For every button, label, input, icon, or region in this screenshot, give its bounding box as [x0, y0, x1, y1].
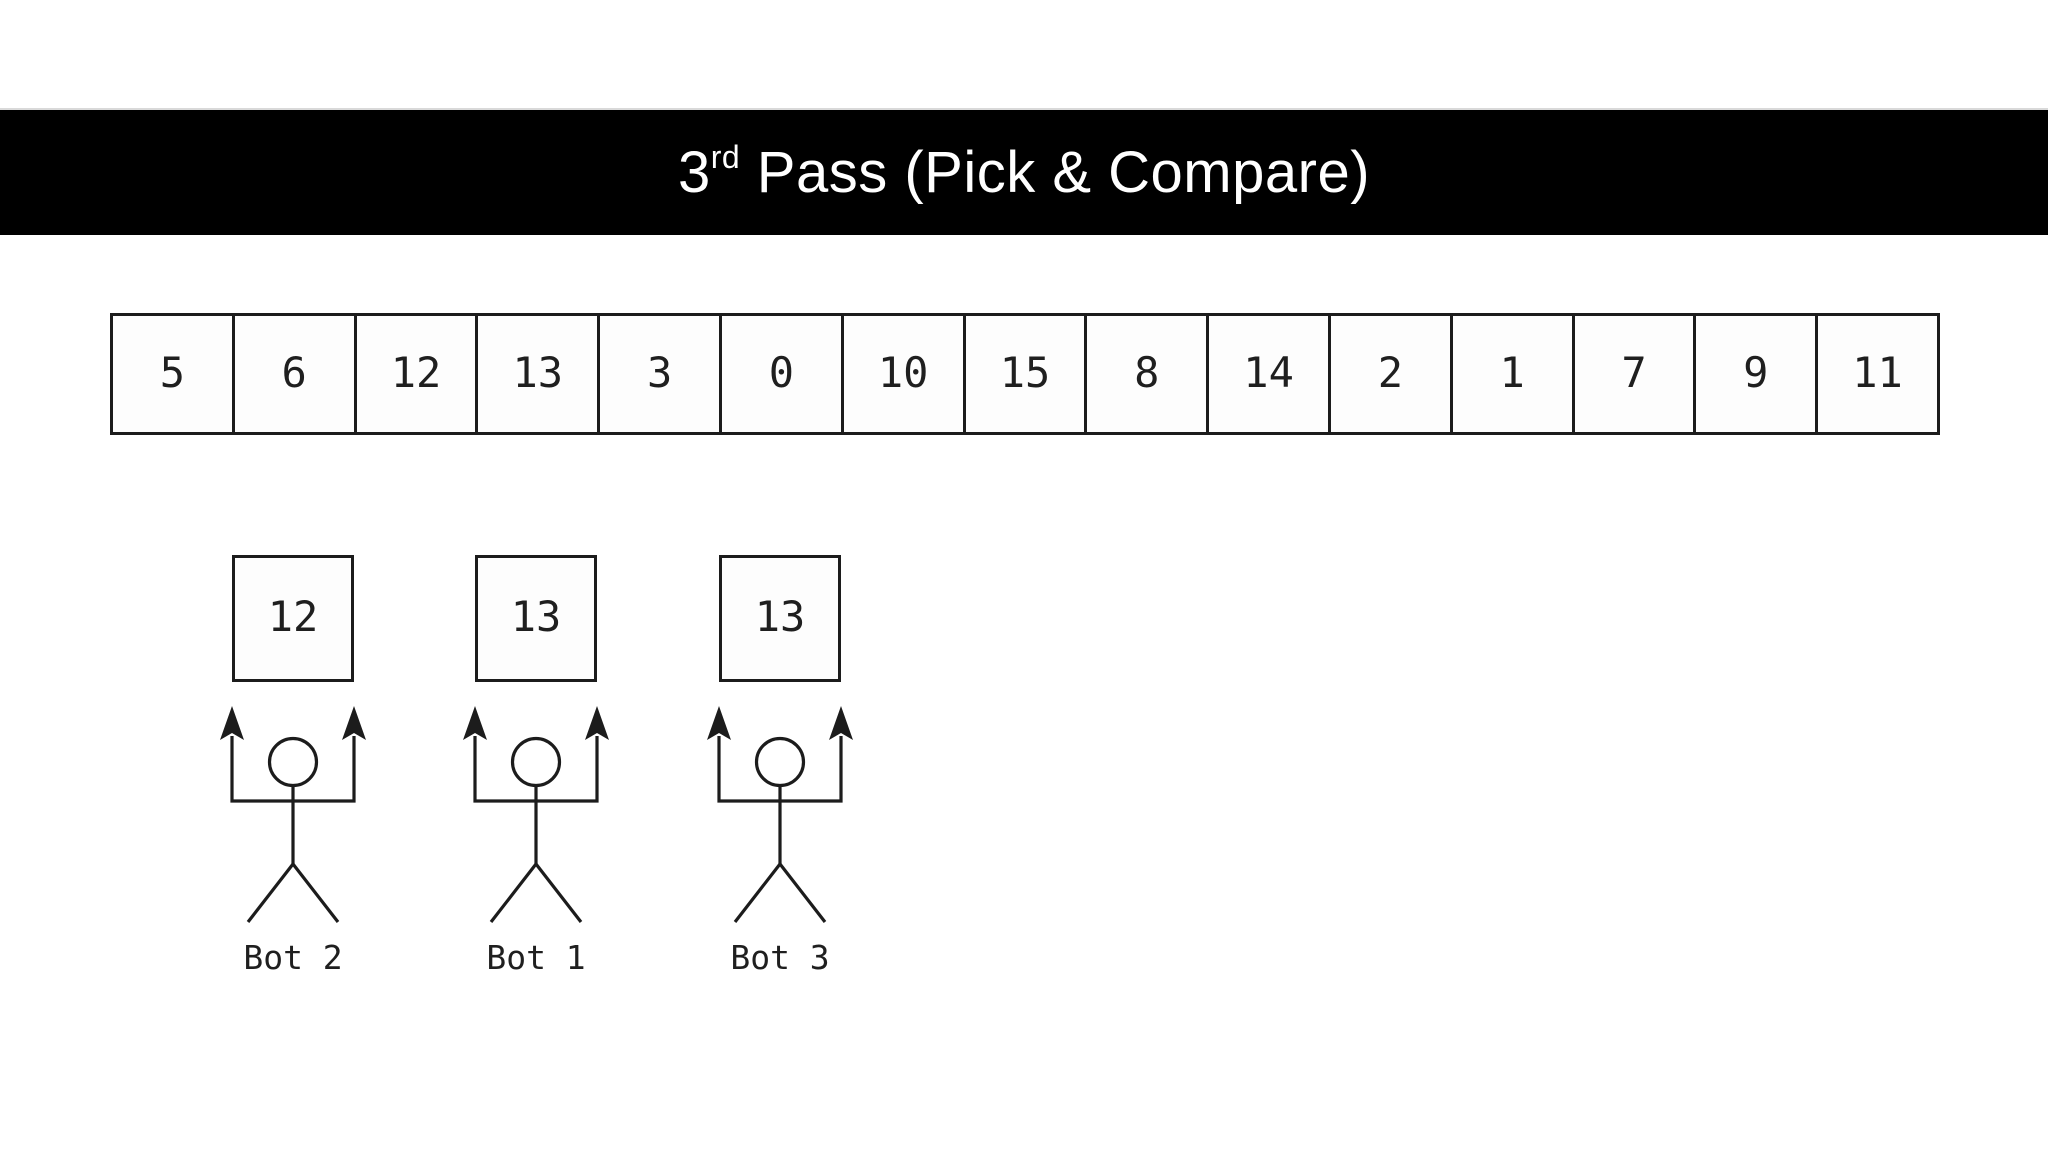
robot-leg: [733, 863, 782, 923]
up-arrow-icon: [829, 706, 853, 740]
bot-label: Bot 3: [730, 938, 830, 977]
robot-leg: [489, 863, 538, 923]
array-cell: 1: [1449, 316, 1572, 432]
up-arrow-icon: [342, 706, 366, 740]
bot-label: Bot 2: [243, 938, 343, 977]
up-arrow-icon: [463, 706, 487, 740]
robot-figure: [707, 706, 853, 923]
bot-group: 13 Bot 3: [699, 555, 861, 985]
robot-leg: [291, 863, 340, 923]
array-cell: 12: [353, 316, 476, 432]
array-cell: 3: [597, 316, 719, 432]
held-value-box: 13: [719, 555, 841, 682]
robot-head: [510, 736, 562, 788]
array-cell: 2: [1327, 316, 1450, 432]
robot-head: [267, 736, 319, 788]
title-bar: 3rd Pass (Pick & Compare): [0, 108, 2048, 235]
array-cell: 7: [1571, 316, 1694, 432]
array-cell: 5: [159, 347, 186, 397]
pass-ordinal: rd: [710, 139, 741, 175]
number-array: 5 6 12 13 3 0 10 15 8 14 2 1 7 9 11: [110, 313, 1940, 435]
array-cell: 14: [1206, 316, 1328, 432]
array-cell: 8: [1084, 316, 1206, 432]
held-value-box: 13: [475, 555, 597, 682]
pass-title-rest: Pass (Pick & Compare): [740, 140, 1371, 205]
robot-leg: [778, 863, 827, 923]
robot-figure: [463, 706, 609, 923]
array-cell: 9: [1693, 316, 1815, 432]
up-arrow-icon: [585, 706, 609, 740]
robot-head: [754, 736, 806, 788]
array-cell: 13: [475, 316, 597, 432]
up-arrow-icon: [707, 706, 731, 740]
bot-group: 13 Bot 1: [455, 555, 617, 985]
robot-leg: [246, 863, 295, 923]
array-cell: 11: [1815, 316, 1937, 432]
array-cell: 6: [231, 316, 354, 432]
robot-figure: [220, 706, 366, 923]
robot-leg: [534, 863, 583, 923]
bot-group: 12 Bot 2: [212, 555, 374, 985]
bot-label: Bot 1: [486, 938, 586, 977]
array-cell: 0: [718, 316, 841, 432]
array-cell: 10: [840, 316, 963, 432]
held-value-box: 12: [232, 555, 354, 682]
up-arrow-icon: [220, 706, 244, 740]
pass-number: 3: [677, 140, 711, 205]
page-title: 3rd Pass (Pick & Compare): [678, 139, 1370, 206]
array-cell: 15: [962, 316, 1085, 432]
